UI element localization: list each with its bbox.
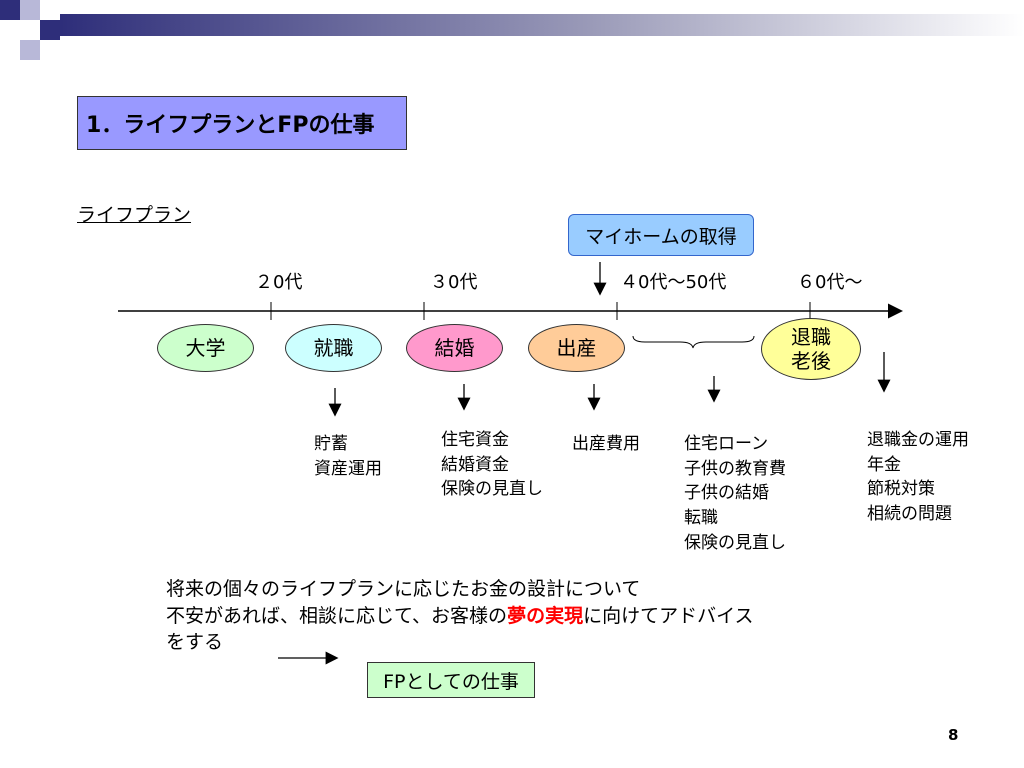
notes-kekkon: 住宅資金 結婚資金 保険の見直し [441, 428, 543, 502]
notes-shushoku: 貯蓄 資産運用 [314, 432, 382, 481]
life-plan-heading: ライフプラン [77, 204, 192, 226]
paragraph-line-3: をする [166, 631, 224, 654]
note-item: 節税対策 [867, 479, 935, 500]
note-item: 結婚資金 [441, 454, 509, 475]
slide-title: 1．ライフプランとFPの仕事 [77, 96, 407, 150]
note-item: 相続の問題 [867, 503, 952, 524]
paragraph-line-1: 将来の個々のライフプランに応じたお金の設計について [166, 578, 641, 600]
milestone-my-home: マイホームの取得 [568, 214, 754, 256]
age-30s: ３0代 [430, 272, 478, 293]
notes-mid-career: 住宅ローン 子供の教育費 子供の結婚 転職 保険の見直し [684, 432, 786, 555]
paragraph: 将来の個々のライフプランに応じたお金の設計について 不安があれば、相談に応じて、… [166, 576, 754, 656]
age-60s: ６0代～ [797, 272, 863, 293]
stage-kekkon: 結婚 [406, 324, 503, 372]
fp-work-box: FPとしての仕事 [367, 662, 535, 698]
header-decoration [0, 0, 1024, 60]
age-20s: ２0代 [255, 272, 303, 293]
note-item: 退職金の運用 [867, 430, 969, 450]
stage-shushoku: 就職 [285, 324, 382, 372]
notes-shussan: 出産費用 [572, 432, 640, 457]
note-item: 転職 [684, 507, 718, 528]
page-number: 8 [948, 726, 959, 744]
note-item: 保険の見直し [684, 532, 786, 553]
note-item: 保険の見直し [441, 479, 543, 500]
paragraph-line-2: 不安があれば、相談に応じて、お客様の夢の実現に向けてアドバイス [166, 603, 754, 630]
paragraph-line-2-pre: 不安があれば、相談に応じて、お客様の [166, 604, 508, 627]
notes-retire: 退職金の運用 年金 節税対策 相続の問題 [867, 428, 969, 527]
note-item: 子供の教育費 [684, 458, 786, 479]
note-item: 住宅資金 [441, 430, 509, 450]
brace-40s-50s [632, 335, 755, 349]
paragraph-line-2-post: に向けてアドバイス [583, 604, 754, 627]
stage-shussan: 出産 [528, 324, 625, 372]
note-item: 子供の結婚 [684, 483, 769, 504]
stage-taishoku: 退職 老後 [761, 318, 861, 380]
dream-emphasis: 夢の実現 [507, 604, 584, 627]
age-40s-50s: ４0代～50代 [620, 272, 727, 293]
note-item: 住宅ローン [684, 434, 769, 454]
note-item: 出産費用 [572, 434, 640, 454]
note-item: 貯蓄 [314, 434, 348, 454]
note-item: 資産運用 [314, 458, 382, 479]
note-item: 年金 [867, 454, 901, 475]
stage-daigaku: 大学 [157, 324, 254, 372]
